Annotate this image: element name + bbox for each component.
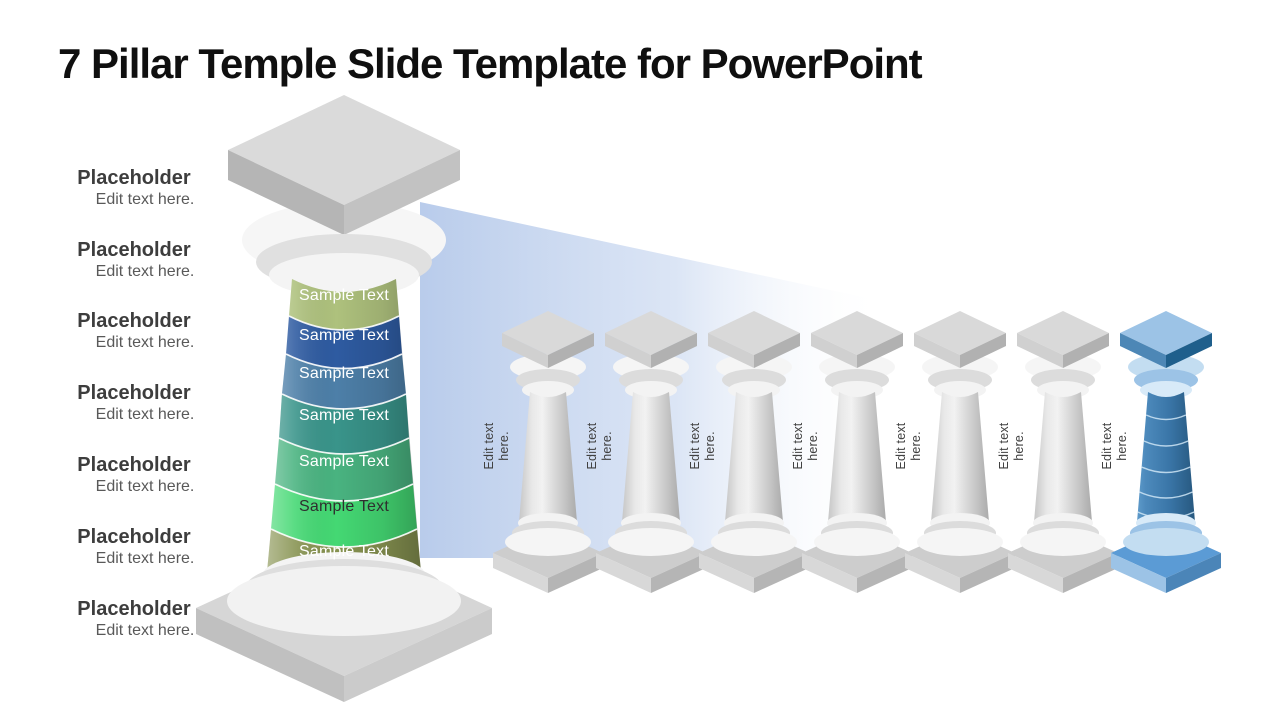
placeholder-subtitle[interactable]: Edit text here. [95, 477, 195, 495]
placeholder-title[interactable]: Placeholder [77, 525, 191, 548]
pillar-label-line[interactable]: Edit text [482, 422, 496, 469]
pillar-label-line[interactable]: Edit text [894, 422, 908, 469]
pillar-label-line[interactable]: Edit text [997, 422, 1011, 469]
main-pillar[interactable]: Sample Text Sample Text Sample Text Samp… [196, 95, 492, 702]
pillar-label-line[interactable]: here. [806, 431, 820, 461]
placeholder-title[interactable]: Placeholder [77, 310, 191, 333]
pillar-label-2[interactable]: Edit text here. [585, 422, 614, 469]
placeholder-subtitle[interactable]: Edit text here. [95, 190, 195, 208]
placeholder-title[interactable]: Placeholder [77, 382, 191, 405]
pillar-label-3[interactable]: Edit text here. [688, 422, 717, 469]
placeholder-title[interactable]: Placeholder [77, 166, 191, 189]
pillar-label-6[interactable]: Edit text here. [997, 422, 1026, 469]
slide-title[interactable]: 7 Pillar Temple Slide Template for Power… [58, 40, 923, 87]
pillar-label-line[interactable]: Edit text [688, 422, 702, 469]
segment-label[interactable]: Sample Text [299, 365, 389, 382]
segment-label[interactable]: Sample Text [299, 543, 389, 560]
pillar-label-line[interactable]: here. [497, 431, 511, 461]
pillar-label-line[interactable]: here. [909, 431, 923, 461]
pillar-label-line[interactable]: here. [1012, 431, 1026, 461]
placeholder-item[interactable]: Placeholder Edit text here. [30, 367, 238, 439]
placeholder-title[interactable]: Placeholder [77, 238, 191, 261]
pillar-label-line[interactable]: Edit text [585, 422, 599, 469]
placeholder-item[interactable]: Placeholder Edit text here. [30, 583, 238, 655]
pillar-label-7[interactable]: Edit text here. [1100, 422, 1129, 469]
pillar-label-4[interactable]: Edit text here. [791, 422, 820, 469]
pillar-label-line[interactable]: here. [1115, 431, 1129, 461]
placeholder-item[interactable]: Placeholder Edit text here. [30, 296, 238, 368]
main-cap-left-face [228, 150, 344, 235]
main-cap-right-face [344, 150, 460, 235]
pillar-label-line[interactable]: Edit text [1100, 422, 1114, 469]
placeholder-subtitle[interactable]: Edit text here. [95, 549, 195, 567]
placeholder-list: Placeholder Edit text here. Placeholder … [30, 152, 238, 655]
placeholder-item[interactable]: Placeholder Edit text here. [30, 152, 238, 224]
segment-label[interactable]: Sample Text [299, 407, 389, 424]
segment-label[interactable]: Sample Text [299, 498, 389, 515]
placeholder-title[interactable]: Placeholder [77, 453, 191, 476]
main-base-ring [227, 566, 461, 636]
placeholder-subtitle[interactable]: Edit text here. [95, 262, 195, 280]
placeholder-subtitle[interactable]: Edit text here. [95, 406, 195, 424]
placeholder-item[interactable]: Placeholder Edit text here. [30, 224, 238, 296]
segment-label[interactable]: Sample Text [299, 287, 389, 304]
segment-labels: Sample Text Sample Text Sample Text Samp… [299, 287, 389, 560]
placeholder-item[interactable]: Placeholder Edit text here. [30, 511, 238, 583]
pillar-label-line[interactable]: here. [600, 431, 614, 461]
placeholder-title[interactable]: Placeholder [77, 597, 191, 620]
pillar-label-line[interactable]: Edit text [791, 422, 805, 469]
placeholder-item[interactable]: Placeholder Edit text here. [30, 439, 238, 511]
main-base-right-face [344, 608, 492, 702]
segment-label[interactable]: Sample Text [299, 453, 389, 470]
placeholder-subtitle[interactable]: Edit text here. [95, 621, 195, 639]
segment-dividers [270, 315, 418, 548]
main-shaft-shading [267, 279, 421, 591]
pillar-label-5[interactable]: Edit text here. [894, 422, 923, 469]
segment-label[interactable]: Sample Text [299, 327, 389, 344]
pillar-label-1[interactable]: Edit text here. [482, 422, 511, 469]
placeholder-subtitle[interactable]: Edit text here. [95, 334, 195, 352]
main-base-left-face [196, 608, 344, 702]
pillar-label-line[interactable]: here. [703, 431, 717, 461]
